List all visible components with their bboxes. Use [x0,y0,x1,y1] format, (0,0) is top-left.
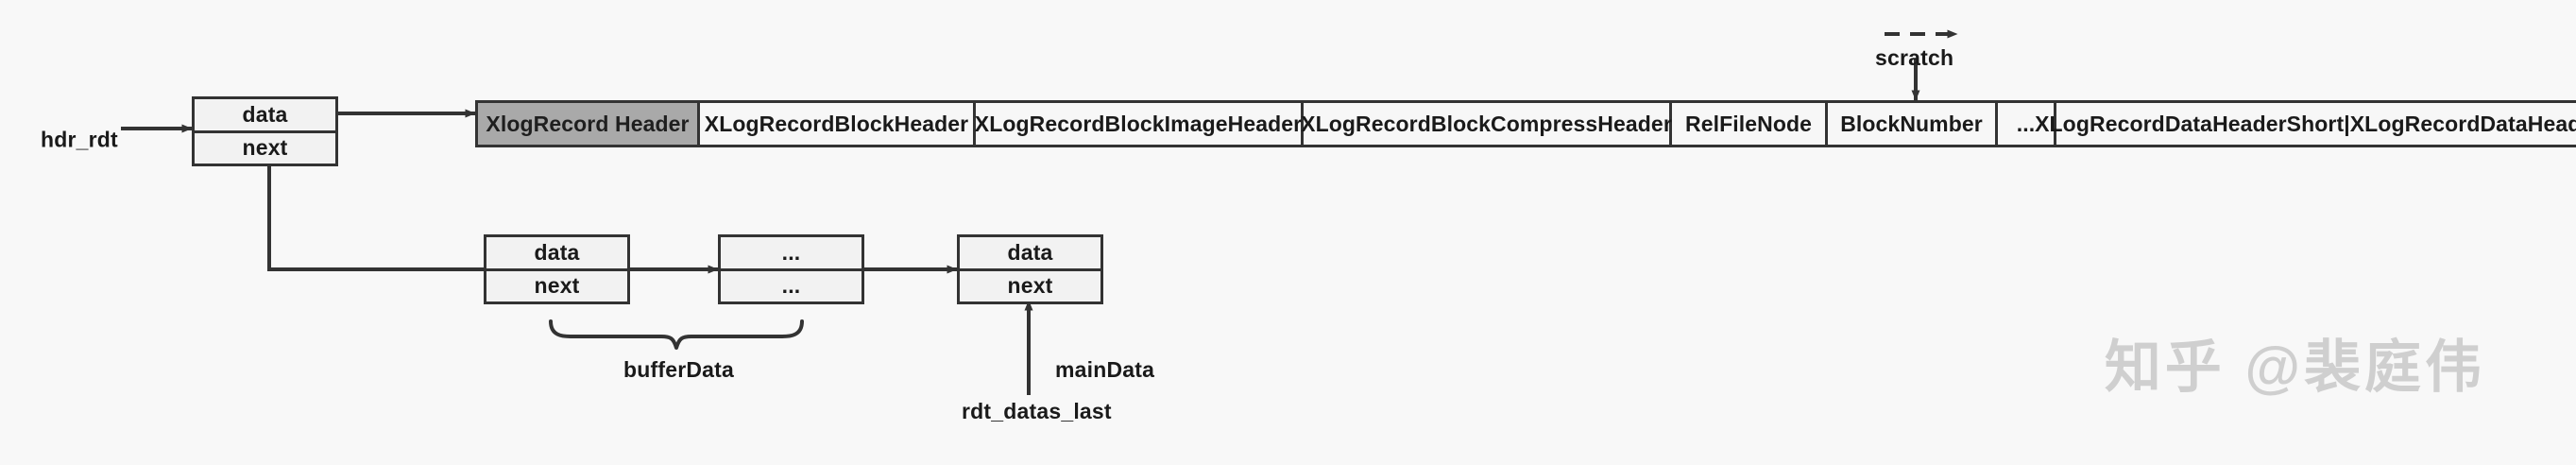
main-data-node-field-next: next [1007,273,1053,299]
hdr-rdt-node: data next [192,96,338,166]
buffer-data-node-1-field-next: next [534,273,580,299]
label-main-data: mainData [1055,357,1155,382]
brace-buffer-data [549,319,804,350]
buffer-data-node-ellipsis: ... ... [718,234,864,304]
hdr-rdt-node-field-data: data [195,99,335,133]
record-segment-blocknumber: BlockNumber [1828,103,1998,145]
main-data-node: data next [957,234,1103,304]
record-segment-relfilenode: RelFileNode [1672,103,1828,145]
buffer-data-node-ellipsis-field-bottom: ... [781,273,801,299]
label-scratch: scratch [1875,45,1954,70]
buffer-data-node-ellipsis-field-top: ... [721,237,862,271]
xlogrecord-layout-strip: XlogRecord Header XLogRecordBlockHeader … [475,100,2576,147]
main-data-node-field-data: data [960,237,1100,271]
buffer-data-node-1: data next [484,234,630,304]
watermark: 知乎 @裴庭伟 [2104,336,2485,399]
record-segment-ellipsis: ... [1998,103,2056,145]
hdr-rdt-node-field-next: next [242,135,288,161]
record-segment-block-header: XLogRecordBlockHeader [700,103,976,145]
label-buffer-data: bufferData [623,357,735,382]
record-segment-block-compress-header: XLogRecordBlockCompressHeader [1301,103,1672,145]
label-rdt-datas-last: rdt_datas_last [962,399,1112,423]
record-segment-xlogrecord-header: XlogRecord Header [478,103,700,145]
record-segment-data-header: XLogRecordDataHeaderShort|XLogRecordData… [2035,103,2576,145]
record-segment-block-image-header: XLogRecordBlockImageHeader [975,103,1304,145]
label-hdr-rdt: hdr_rdt [41,127,118,152]
buffer-data-node-1-field-data: data [486,237,627,271]
arrow-next-to-chain [267,146,541,274]
